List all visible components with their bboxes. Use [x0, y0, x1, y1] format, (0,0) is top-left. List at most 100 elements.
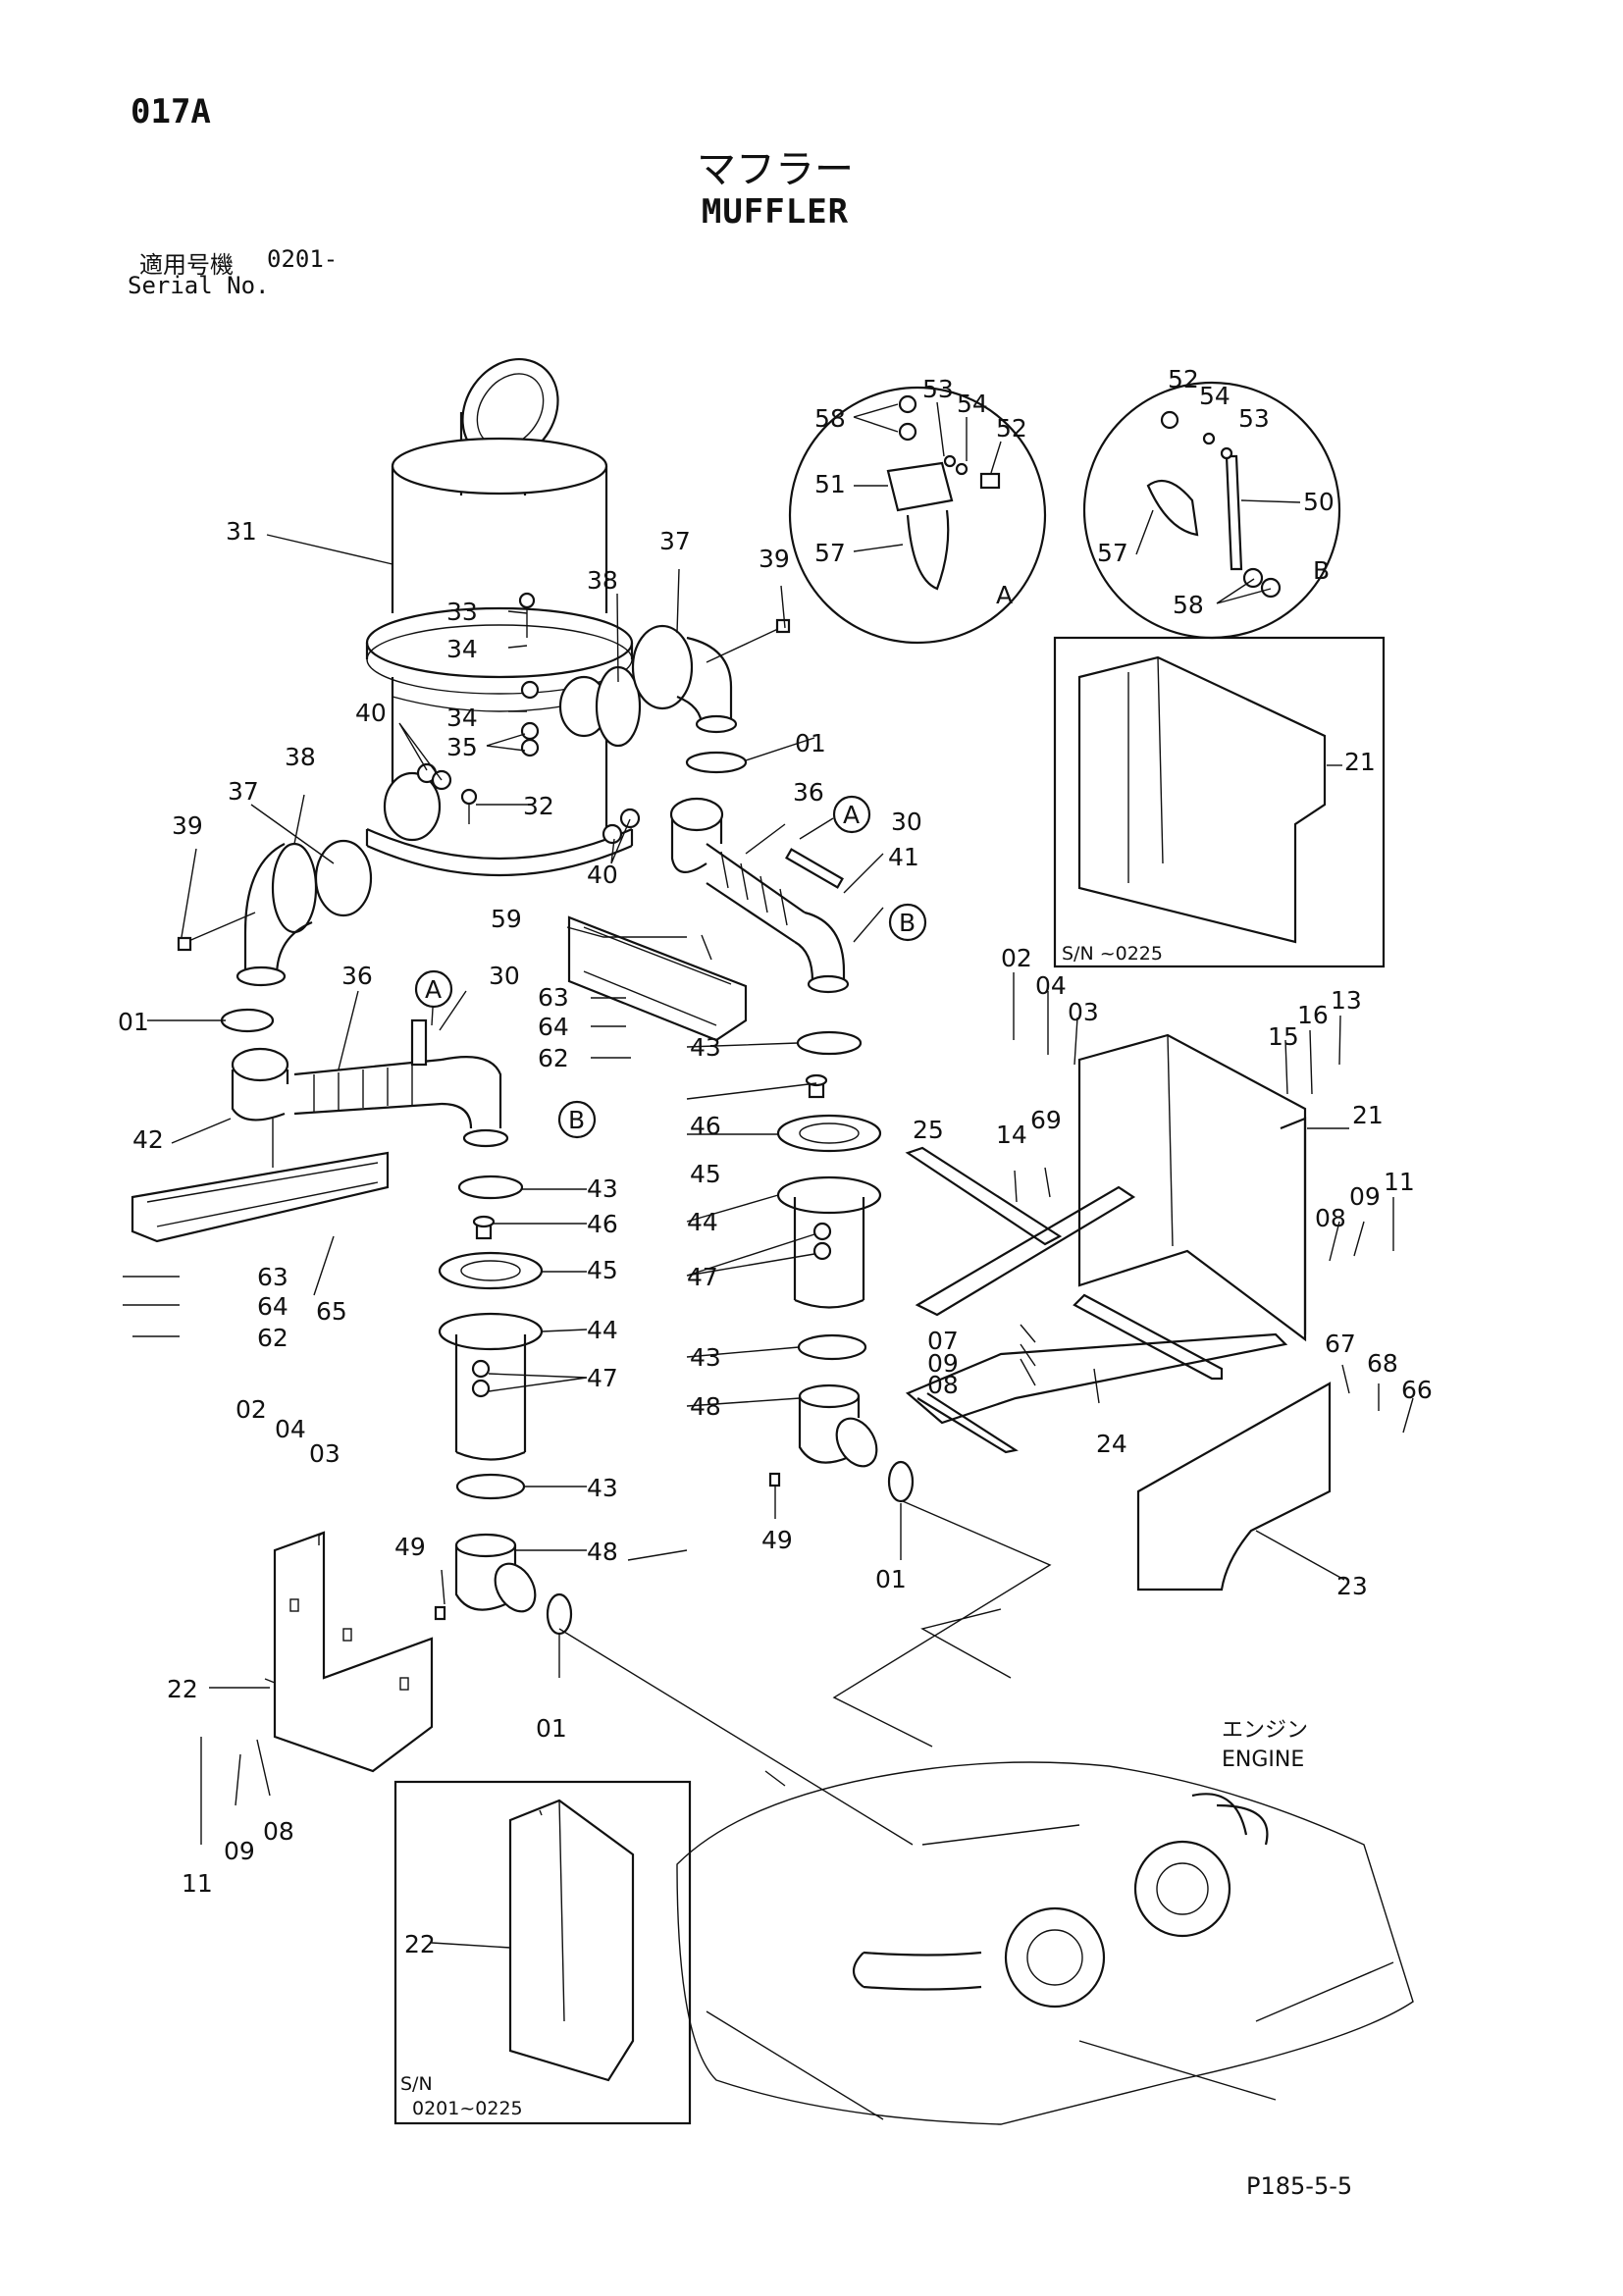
detail-b-labels: 52 54 53 50 57 58 B: [1097, 365, 1335, 619]
detail-ref-a-marker: [832, 795, 871, 834]
callout-39: 39: [759, 545, 790, 573]
detail-b-letter: B: [1313, 556, 1330, 585]
callout-04: 04: [275, 1415, 306, 1443]
serial-label-english: Serial No.: [128, 272, 270, 299]
tray-59: [567, 915, 748, 1042]
page-code: 017A: [131, 92, 211, 131]
callout-31: 31: [226, 517, 257, 546]
callout-69: 69: [1030, 1106, 1062, 1134]
callout-43: 43: [690, 1343, 721, 1372]
callout-14: 14: [996, 1121, 1027, 1149]
detail-ref-a-marker: [414, 969, 453, 1009]
detail-ref-b: B: [568, 1106, 585, 1134]
engine-label-english: ENGINE: [1222, 1748, 1304, 1772]
detail-ref-b-marker: [557, 1100, 597, 1139]
callout-01: 01: [536, 1714, 567, 1743]
callout-62: 62: [538, 1044, 569, 1072]
callout-38: 38: [587, 566, 618, 595]
panel-23: [1136, 1382, 1332, 1592]
detail-ref-b: B: [899, 909, 916, 937]
inset-22-serial-line1: S/N: [400, 2073, 433, 2095]
left-elbow-37: [177, 839, 373, 987]
callout-44: 44: [587, 1316, 618, 1344]
detail-a-labels: 58 53 54 52 51 57 A: [814, 375, 1027, 609]
detail-a-label-52: 52: [996, 414, 1027, 443]
callout-03: 03: [1068, 998, 1099, 1026]
callout-68: 68: [1367, 1349, 1398, 1378]
callout-46: 46: [587, 1210, 618, 1238]
callout-34: 34: [446, 635, 478, 663]
detail-ref-a: A: [425, 975, 442, 1004]
callouts: 31 33 34 34 35 32 40 38 37 39 38 37 39 0…: [118, 517, 1433, 1898]
callout-11: 11: [1384, 1168, 1415, 1196]
panel-22: [273, 1531, 434, 1773]
detail-a: [788, 386, 1047, 645]
detail-b-label-57: 57: [1097, 539, 1128, 567]
callout-09: 09: [1349, 1182, 1381, 1211]
detail-a-label-57: 57: [814, 539, 846, 567]
callout-59: 59: [491, 905, 522, 933]
callout-09: 09: [224, 1837, 255, 1865]
callout-67: 67: [1325, 1330, 1356, 1358]
callout-37: 37: [659, 527, 691, 555]
detail-b-label-58: 58: [1173, 591, 1204, 619]
callout-04: 04: [1035, 971, 1067, 1000]
callout-45: 45: [690, 1160, 721, 1188]
callout-23: 23: [1336, 1572, 1368, 1600]
inset-21-label: 21: [1344, 748, 1376, 776]
title-japanese: マフラー: [697, 147, 854, 192]
inset-22-label: 22: [404, 1930, 436, 1958]
callout-63: 63: [538, 983, 569, 1012]
callout-02: 02: [236, 1395, 267, 1424]
detail-ref-b-marker: [888, 903, 927, 942]
frame-25-24: [905, 1146, 1288, 1454]
callout-36: 36: [341, 962, 373, 990]
left-flex-pipe-36: [220, 1008, 509, 1148]
callout-64: 64: [257, 1292, 288, 1321]
right-pipe-stack: [768, 1030, 915, 1503]
inset-21-serial: S/N ~0225: [1062, 943, 1163, 965]
shield-21: [1077, 1033, 1307, 1342]
detail-b-label-52: 52: [1168, 365, 1199, 393]
callout-22: 22: [167, 1675, 198, 1703]
callout-40: 40: [355, 699, 387, 727]
title-english: MUFFLER: [701, 192, 850, 232]
callout-08: 08: [927, 1371, 959, 1399]
callout-38: 38: [285, 743, 316, 771]
detail-b: [1082, 381, 1341, 640]
callout-30: 30: [489, 962, 520, 990]
muffler-assembly: [365, 357, 641, 876]
callout-13: 13: [1331, 986, 1362, 1015]
callout-08: 08: [263, 1817, 294, 1846]
detail-b-label-53: 53: [1238, 404, 1270, 433]
right-elbow-37: [595, 618, 791, 748]
callout-01: 01: [118, 1008, 149, 1036]
detail-ref-a: A: [843, 801, 860, 829]
detail-b-label-54: 54: [1199, 382, 1230, 410]
engine-illustration: [676, 1761, 1414, 2125]
page-reference: P185-5-5: [1246, 2172, 1353, 2200]
callout-47: 47: [687, 1263, 718, 1291]
callout-24: 24: [1096, 1430, 1127, 1458]
callout-16: 16: [1297, 1001, 1329, 1029]
tray-65: [131, 1151, 390, 1243]
callout-45: 45: [587, 1256, 618, 1284]
callout-15: 15: [1268, 1022, 1299, 1051]
detail-a-label-53: 53: [922, 375, 954, 403]
inset-panel-21: [1053, 636, 1386, 968]
callout-46: 46: [690, 1112, 721, 1140]
callout-36: 36: [793, 778, 824, 807]
callout-40: 40: [587, 861, 618, 889]
callout-21: 21: [1352, 1101, 1384, 1129]
clamp-ring-01: [685, 751, 748, 774]
callout-09: 09: [927, 1349, 959, 1378]
leader-lines: [123, 534, 1414, 1949]
callout-41: 41: [888, 843, 919, 871]
callout-25: 25: [913, 1116, 944, 1144]
callout-44: 44: [687, 1208, 718, 1236]
callout-02: 02: [1001, 944, 1032, 972]
callout-48: 48: [690, 1392, 721, 1421]
callout-43: 43: [587, 1474, 618, 1502]
callout-43: 43: [690, 1033, 721, 1062]
